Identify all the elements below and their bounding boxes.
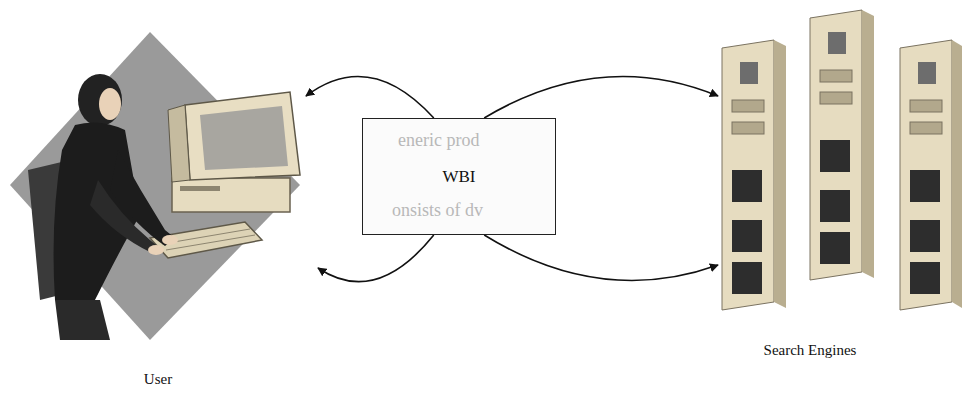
user-node: User: [10, 30, 306, 392]
curved-arrow: [484, 235, 718, 280]
node-text: User: [144, 371, 172, 388]
curved-arrow: [318, 235, 434, 282]
curved-arrow: [306, 76, 434, 118]
node-text: WBI: [442, 167, 475, 187]
faint-watermark-text: eneric prod: [398, 130, 479, 151]
user-illustration: [10, 32, 300, 340]
node-text: Search Engines: [764, 342, 857, 359]
curved-arrow: [484, 76, 718, 118]
server-illustration: [722, 10, 962, 310]
search-engines-node: Search Engines: [718, 330, 902, 370]
faint-watermark-text: onsists of dv: [392, 200, 483, 221]
